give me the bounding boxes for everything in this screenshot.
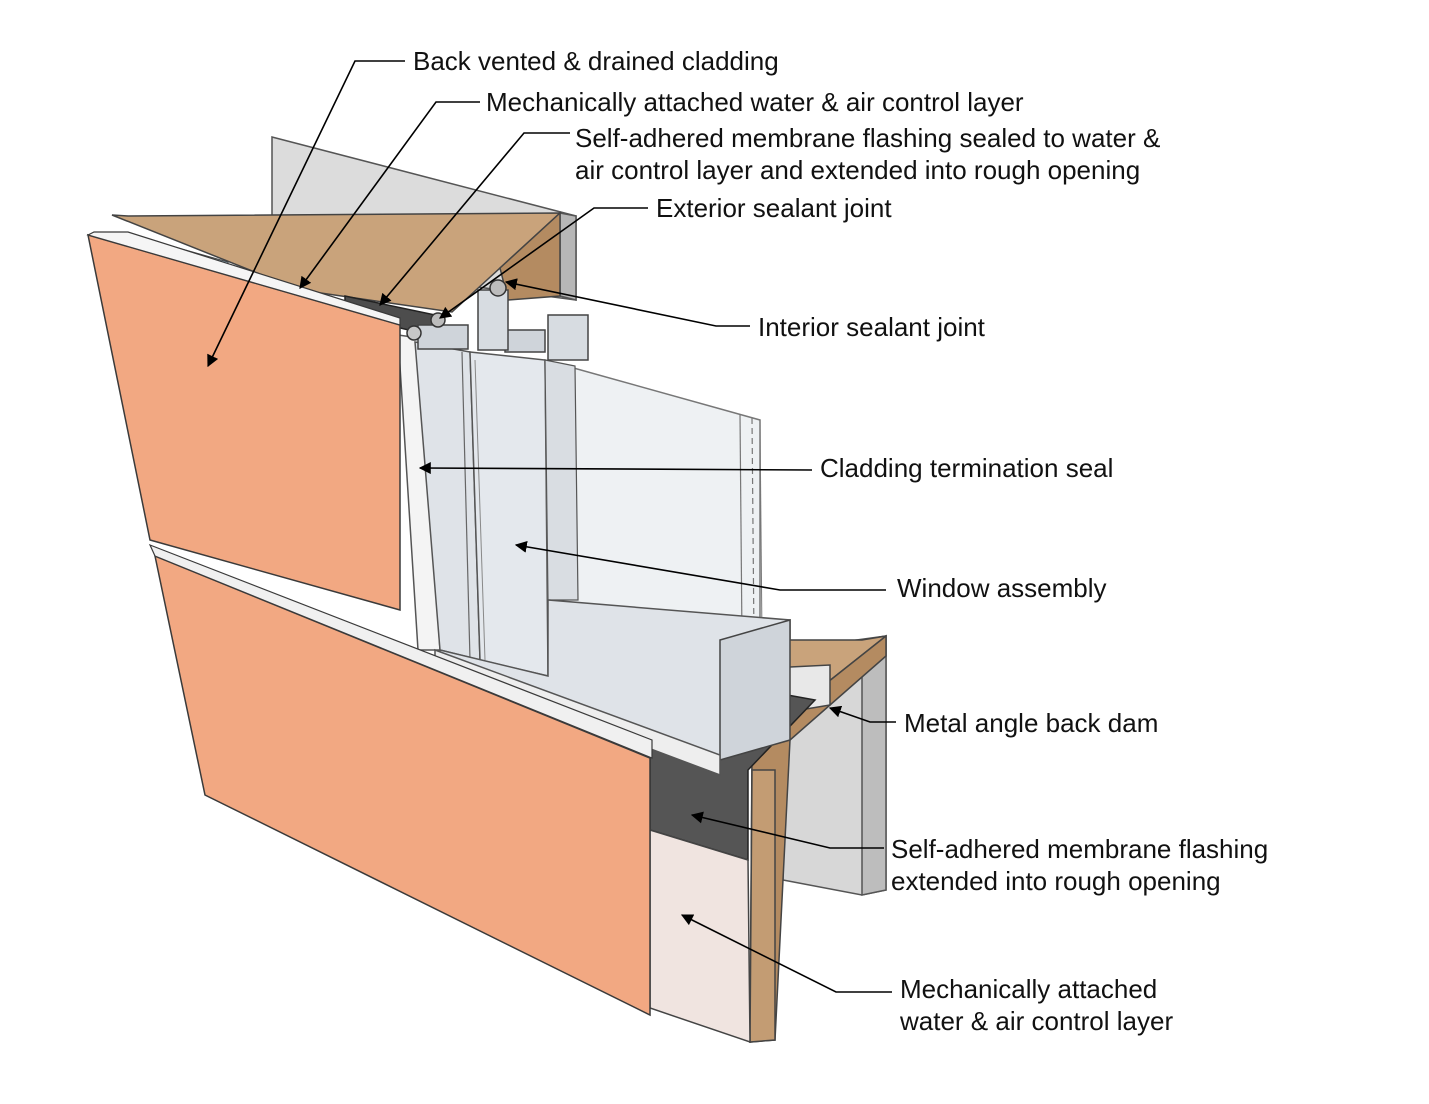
window-sash-vertical — [544, 359, 579, 601]
frame-profile-top-2 — [504, 329, 546, 353]
cladding-sealant-bead — [406, 325, 422, 341]
wood-sill-end — [749, 769, 776, 1043]
water-air-control-layer-bottom — [649, 828, 751, 1044]
label-mech-attached-top: Mechanically attached water & air contro… — [486, 86, 1024, 118]
label-cladding-termination-text: Cladding termination seal — [820, 453, 1114, 483]
glass-edge-1 — [739, 413, 743, 641]
label-exterior-sealant: Exterior sealant joint — [656, 192, 892, 224]
label-interior-sealant: Interior sealant joint — [758, 311, 985, 343]
glass-edge-2 — [751, 417, 755, 641]
label-self-adhered-bottom: Self-adhered membrane flashing extended … — [891, 833, 1268, 897]
frame-line-1 — [461, 351, 471, 661]
label-self-adhered-bottom-line2: extended into rough opening — [891, 866, 1221, 896]
label-self-adhered-top-line1: Self-adhered membrane flashing sealed to… — [575, 123, 1161, 153]
leader-exterior-sealant — [439, 207, 648, 319]
label-mech-attached-bottom: Mechanically attached water & air contro… — [900, 973, 1173, 1037]
label-back-vented-cladding: Back vented & drained cladding — [413, 45, 779, 77]
label-back-vented-text: Back vented & drained cladding — [413, 46, 779, 76]
leader-interior-sealant — [504, 278, 750, 327]
leader-mech-bottom — [680, 914, 892, 993]
leader-self-adhered-top — [379, 132, 570, 306]
label-metal-angle-text: Metal angle back dam — [904, 708, 1159, 738]
label-cladding-termination: Cladding termination seal — [820, 452, 1113, 484]
leader-window-assembly — [514, 540, 886, 591]
label-self-adhered-top-line2: air control layer and extended into roug… — [575, 155, 1141, 185]
frame-profile-top-3 — [547, 314, 589, 361]
window-frame-jamb-inner — [469, 351, 549, 677]
cladding-joint-trim — [148, 543, 653, 759]
interior-wall-lower-edge — [861, 635, 887, 896]
label-window-assembly-text: Window assembly — [897, 573, 1107, 603]
leader-back-vented — [207, 60, 405, 368]
glass-edge-3 — [759, 419, 763, 641]
label-mech-bottom-line1: Mechanically attached — [900, 974, 1158, 1004]
window-sill-extrusion — [719, 619, 791, 761]
label-mech-top-text: Mechanically attached water & air contro… — [486, 87, 1024, 117]
frame-line-2 — [474, 359, 486, 661]
frame-profile-top-1 — [417, 324, 469, 350]
leader-mech-top — [299, 101, 480, 289]
label-metal-angle: Metal angle back dam — [904, 707, 1158, 739]
leader-cladding-termination — [418, 462, 813, 475]
leader-metal-angle — [828, 705, 896, 723]
label-mech-bottom-line2: water & air control layer — [900, 1006, 1174, 1036]
label-self-adhered-top: Self-adhered membrane flashing sealed to… — [575, 122, 1160, 186]
interior-sealant-bead — [489, 279, 507, 297]
cladding-panel-upper-edge — [86, 231, 401, 326]
label-exterior-sealant-text: Exterior sealant joint — [656, 193, 892, 223]
frame-profile-top-4 — [477, 289, 509, 351]
label-self-adhered-bottom-line1: Self-adhered membrane flashing — [891, 834, 1269, 864]
leader-self-adhered-bottom — [690, 811, 884, 849]
label-interior-sealant-text: Interior sealant joint — [758, 312, 985, 342]
label-window-assembly: Window assembly — [897, 572, 1107, 604]
